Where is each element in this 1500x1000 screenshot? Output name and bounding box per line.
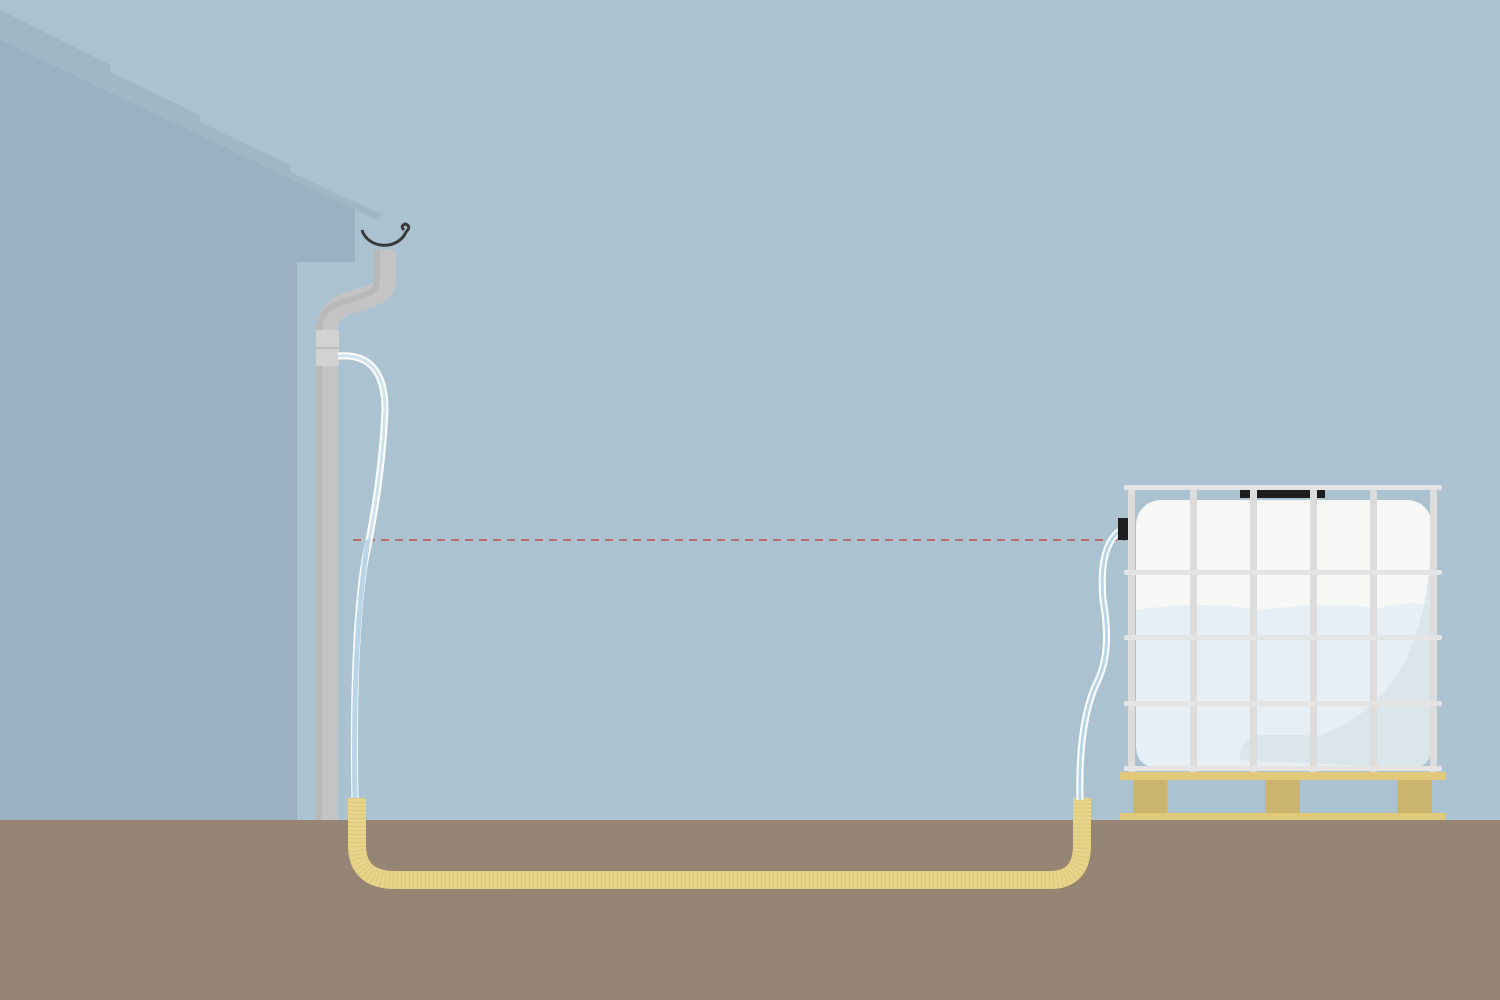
ibc-tank (1118, 489, 1432, 768)
gutter-icon (360, 222, 411, 247)
tank-cage (1124, 485, 1442, 772)
pallet (1120, 772, 1446, 820)
house (0, 10, 383, 820)
tank-inlet (1118, 518, 1128, 540)
downpipe (316, 250, 396, 820)
tank-lid (1240, 489, 1325, 498)
ground (0, 820, 1500, 1000)
